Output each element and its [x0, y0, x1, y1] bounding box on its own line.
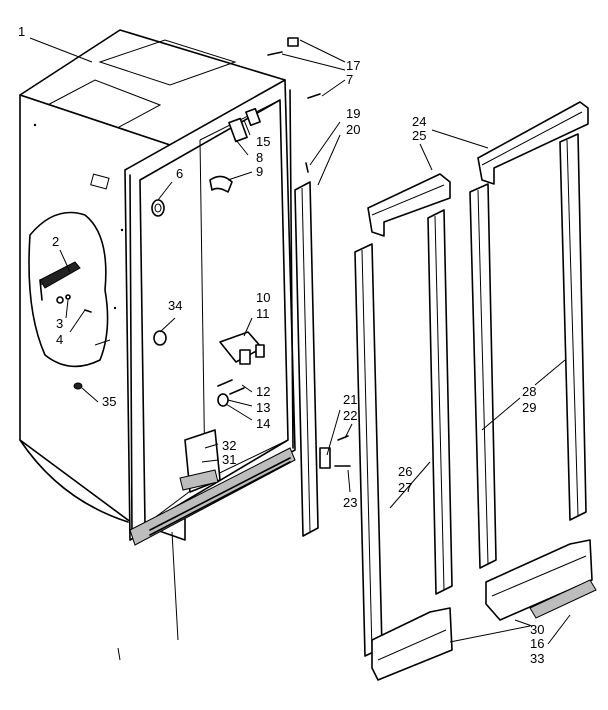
callout-33: 33 — [530, 651, 544, 666]
callout-22: 22 — [343, 408, 357, 423]
callout-30: 30 — [530, 622, 544, 637]
callout-26: 26 — [398, 464, 412, 479]
trim-strip-19-20 — [294, 181, 319, 537]
callout-16: 16 — [530, 636, 544, 651]
callout-9: 9 — [256, 164, 263, 179]
callout-11: 11 — [256, 306, 270, 321]
cabinet-shell — [19, 29, 296, 546]
callout-2: 2 — [52, 234, 59, 249]
door-side-trim-28-29-right — [559, 133, 587, 521]
door-bottom-trim-left — [371, 607, 453, 681]
callout-21: 21 — [343, 392, 357, 407]
callout-28: 28 — [522, 384, 536, 399]
callout-17: 17 — [346, 58, 360, 73]
callout-15: 15 — [256, 134, 270, 149]
callout-1: 1 — [18, 24, 25, 39]
callout-14: 14 — [256, 416, 270, 431]
door-side-trim-28-29-left — [469, 183, 497, 569]
door-side-trim-26-27-left — [354, 243, 383, 657]
door-bottom-trim-30-16-33 — [485, 539, 597, 621]
callout-12: 12 — [256, 384, 270, 399]
callout-3: 3 — [56, 316, 63, 331]
callout-34: 34 — [168, 298, 182, 313]
callout-4: 4 — [56, 332, 63, 347]
callout-27: 27 — [398, 480, 412, 495]
callout-32: 32 — [222, 438, 236, 453]
callout-35: 35 — [102, 394, 116, 409]
callout-23: 23 — [343, 495, 357, 510]
leader-lines — [29, 37, 571, 661]
callout-25: 25 — [412, 128, 426, 143]
door-side-trim-26-27-right — [427, 209, 453, 595]
callout-10: 10 — [256, 290, 270, 305]
door-top-trim-24-25-right — [477, 101, 589, 185]
bracket-21-22-23 — [319, 435, 351, 469]
callout-labels: 1 2 3 4 6 15 8 9 10 11 12 13 14 32 31 34… — [18, 24, 544, 666]
callout-8: 8 — [256, 150, 263, 165]
callout-6: 6 — [176, 166, 183, 181]
callout-20: 20 — [346, 122, 360, 137]
callout-29: 29 — [522, 400, 536, 415]
cabinet-small-parts — [39, 37, 321, 493]
callout-7: 7 — [346, 72, 353, 87]
callout-31: 31 — [222, 452, 236, 467]
callout-13: 13 — [256, 400, 270, 415]
callout-24: 24 — [412, 114, 426, 129]
callout-19: 19 — [346, 106, 360, 121]
door-top-trim-24-25-left — [367, 173, 451, 237]
